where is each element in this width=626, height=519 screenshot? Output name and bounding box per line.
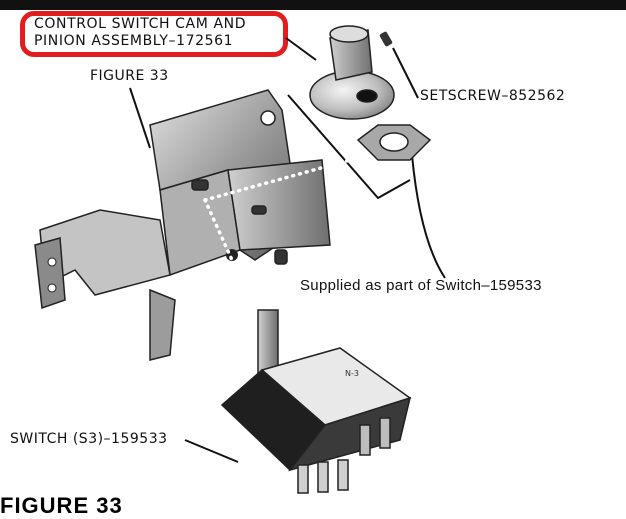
- callout-leader: [285, 37, 317, 61]
- switch-top-marking: N-3: [345, 369, 359, 378]
- figure-label: FIGURE 33: [90, 68, 169, 84]
- dotted-line-shaft: [203, 198, 255, 322]
- terminal-4: [359, 424, 371, 456]
- bracket-lower-arm: [149, 288, 176, 361]
- cam-shaft-top: [329, 25, 369, 43]
- supplied-bracket: [287, 94, 411, 200]
- bracket-slot-2: [251, 205, 267, 215]
- bracket-hole-left: [47, 257, 57, 267]
- supplied-leader: [411, 154, 446, 279]
- mounting-bracket: [34, 89, 331, 361]
- switch-body-side: [288, 396, 412, 472]
- bracket-side-plate: [227, 159, 331, 251]
- cam-pinion-callout-text: CONTROL SWITCH CAM AND PINION ASSEMBLY–1…: [34, 16, 246, 50]
- terminal-2: [317, 461, 329, 493]
- hex-nut: [356, 124, 432, 161]
- exploded-assembly-drawing: N-3: [34, 25, 446, 494]
- switch-leader: [184, 439, 239, 463]
- bracket-slot: [191, 179, 209, 191]
- nut-bore: [379, 132, 409, 152]
- supplied-as-part-label: Supplied as part of Switch–159533: [300, 277, 542, 294]
- terminal-5: [379, 417, 391, 449]
- pinion-bore: [356, 89, 378, 103]
- bracket-hole-left-2: [47, 283, 57, 293]
- toggle-switch: [220, 347, 412, 494]
- terminal-3: [337, 459, 349, 491]
- pinion-gear: [309, 70, 395, 120]
- setscrew-leader: [392, 47, 419, 99]
- terminal-1: [297, 464, 309, 494]
- callout-line-2: PINION ASSEMBLY–172561: [34, 33, 234, 49]
- cam-pinion-assembly: [309, 25, 395, 120]
- bracket-left-tab: [34, 237, 66, 310]
- dotted-assembly-lines: [203, 158, 352, 322]
- setscrew-part: [379, 31, 393, 47]
- top-border-bar: [0, 0, 626, 10]
- setscrew-label: SETSCREW–852562: [420, 88, 566, 104]
- callout-line-1: CONTROL SWITCH CAM AND: [34, 16, 247, 32]
- figure-label-leader: [129, 87, 151, 149]
- dotted-line-cam: [203, 158, 352, 202]
- switch-label: SWITCH (S3)–159533: [10, 431, 168, 447]
- leader-lines: [129, 37, 446, 463]
- bracket-slot-3: [274, 249, 288, 265]
- bracket-hole-top: [260, 110, 276, 126]
- red-highlight-callout: [20, 11, 288, 57]
